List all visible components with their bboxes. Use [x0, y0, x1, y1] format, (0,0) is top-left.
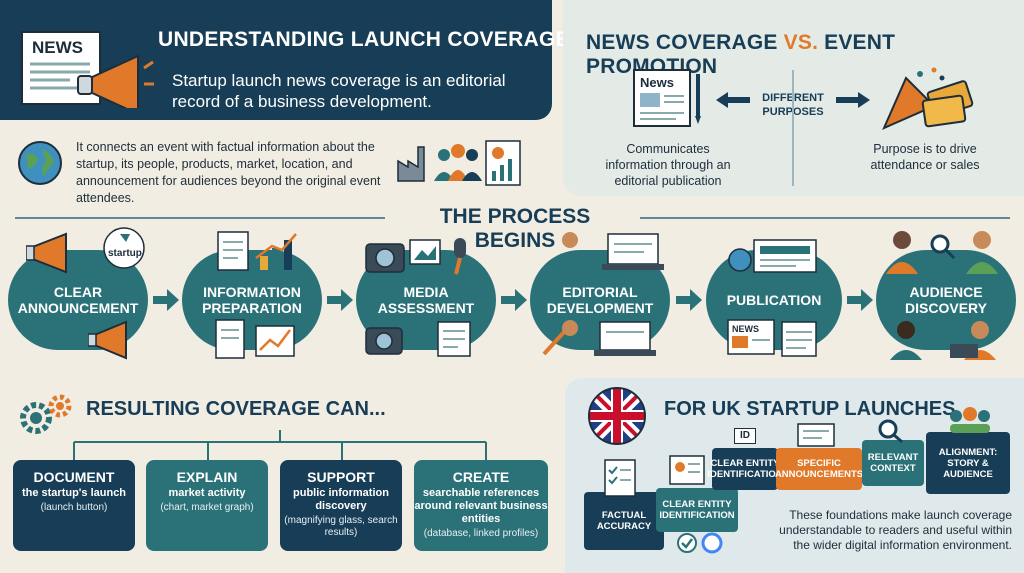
id-tag: ID: [734, 428, 756, 444]
verified-google-icon: [677, 532, 723, 554]
card-heading: CREATE: [452, 469, 510, 485]
startup-badge-text: startup: [108, 248, 142, 259]
block-label: SPECIFIC ANNOUNCEMENTS: [774, 458, 864, 480]
connector-lines: [73, 430, 487, 460]
documents-chart-icon: [217, 231, 297, 271]
megaphone-icon: [88, 320, 127, 360]
globe-icon: [18, 141, 62, 185]
news-small-tag: NEWS: [732, 324, 759, 334]
card-heading: SUPPORT: [307, 469, 375, 485]
people-icon: [434, 144, 482, 181]
newspaper-pen-icon: News: [633, 69, 701, 127]
website-globe-icon: [728, 239, 817, 273]
outcome-card-document: DOCUMENT the startup's launch (launch bu…: [13, 460, 135, 551]
card-note: (database, linked profiles): [423, 528, 539, 539]
block-label: CLEAR ENTITY IDENTIFICATION: [659, 499, 735, 521]
block-label: CLEAR ENTITY IDENTIFICATION: [707, 458, 783, 480]
intro-detail: It connects an event with factual inform…: [76, 140, 381, 205]
card-note: (launch button): [40, 502, 108, 513]
block-alignment: ALIGNMENT: STORY & AUDIENCE: [926, 432, 1010, 494]
card-note: (magnifying glass, search results): [284, 515, 398, 538]
editing-laptop-icon: [542, 320, 656, 356]
event-promotion-caption: Purpose is to drive attendance or sales: [870, 142, 980, 172]
audience-reading-icon: [890, 321, 996, 360]
stage-label: CLEAR ANNOUNCEMENT: [17, 284, 139, 316]
block-label: RELEVANT CONTEXT: [867, 452, 919, 474]
card-heading: DOCUMENT: [33, 469, 115, 485]
camera-microphone-icon: [365, 238, 466, 275]
documents-graph-icon: [215, 319, 295, 359]
newspaper-megaphone-icon: NEWS: [21, 31, 154, 108]
process-title: THE PROCESS BEGINS: [439, 205, 591, 252]
process-divider-right: [640, 217, 1010, 219]
stage-label: PUBLICATION: [726, 292, 822, 308]
writer-laptop-icon: [556, 232, 664, 270]
news-mini-tag: News: [640, 75, 674, 90]
comparison-title-part1: NEWS COVERAGE: [586, 31, 784, 54]
block-specific-announcements: SPECIFIC ANNOUNCEMENTS: [774, 448, 864, 490]
checklist-icon: [604, 459, 636, 497]
block-relevant-context: RELEVANT CONTEXT: [862, 440, 924, 486]
flow-arrow-icon: [501, 289, 527, 311]
resulting-title: RESULTING COVERAGE CAN...: [86, 398, 386, 420]
card-body: market activity: [168, 487, 246, 499]
stage-label: MEDIA ASSESSMENT: [377, 284, 475, 316]
report-chart-icon: [485, 140, 521, 186]
party-tickets-icon: [882, 67, 974, 130]
gears-icon: [20, 394, 72, 434]
card-note: (chart, market graph): [160, 502, 254, 513]
factory-icon: [397, 146, 425, 182]
comparison-title: NEWS COVERAGE VS. EVENT PROMOTION: [586, 31, 1024, 79]
intro-subtitle: Startup launch news coverage is an edito…: [172, 71, 506, 111]
news-coverage-caption: Communicates information through an edit…: [605, 142, 731, 188]
audience-devices-icon: [886, 231, 998, 274]
card-body: public information discovery: [293, 487, 389, 512]
stage-information-preparation: INFORMATION PREPARATION: [182, 250, 322, 350]
flow-arrow-icon: [153, 289, 179, 311]
stage-label: AUDIENCE DISCOVERY: [905, 284, 987, 316]
announcement-doc-icon: [797, 423, 835, 447]
uk-title: FOR UK STARTUP LAUNCHES: [664, 398, 956, 420]
stage-label: EDITORIAL DEVELOPMENT: [546, 284, 654, 316]
flow-arrow-icon: [847, 289, 873, 311]
outcome-card-support: SUPPORT public information discovery (ma…: [280, 460, 402, 551]
uk-flag-icon: [588, 387, 646, 445]
comparison-divider: [792, 70, 794, 186]
block-clear-entity-high: CLEAR ENTITY IDENTIFICATION: [707, 448, 783, 490]
process-divider-left: [15, 217, 385, 219]
factory-people-chart-icon: [397, 140, 521, 186]
flow-arrow-icon: [327, 289, 353, 311]
uk-note: These foundations make launch coverage u…: [779, 508, 1012, 552]
outcome-card-create: CREATE searchable references around rele…: [414, 460, 548, 551]
flow-arrow-icon: [676, 289, 702, 311]
megaphone-startup-icon: startup: [26, 227, 145, 274]
stage-label: INFORMATION PREPARATION: [202, 284, 302, 316]
team-icon: [950, 407, 990, 433]
newspapers-icon: NEWS: [727, 319, 817, 357]
profile-card-icon: [669, 455, 705, 485]
block-label: ALIGNMENT: STORY & AUDIENCE: [938, 446, 998, 480]
news-tag: NEWS: [32, 38, 83, 57]
magnifier-icon: [878, 419, 903, 444]
card-heading: EXPLAIN: [176, 469, 238, 485]
arrow-left-icon: [716, 92, 750, 108]
outcome-card-explain: EXPLAIN market activity (chart, market g…: [146, 460, 268, 551]
block-factual-accuracy: FACTUAL ACCURACY: [584, 492, 664, 550]
intro-title: UNDERSTANDING LAUNCH COVERAGE: [158, 28, 570, 51]
camera-documents-icon: [365, 321, 471, 357]
block-label: FACTUAL ACCURACY: [596, 510, 652, 532]
block-clear-entity-low: CLEAR ENTITY IDENTIFICATION: [656, 488, 738, 532]
card-body: the startup's launch: [21, 487, 127, 499]
arrow-right-icon: [836, 92, 870, 108]
comparison-title-vs: VS.: [783, 31, 819, 54]
card-body: searchable references around relevant bu…: [414, 487, 548, 525]
